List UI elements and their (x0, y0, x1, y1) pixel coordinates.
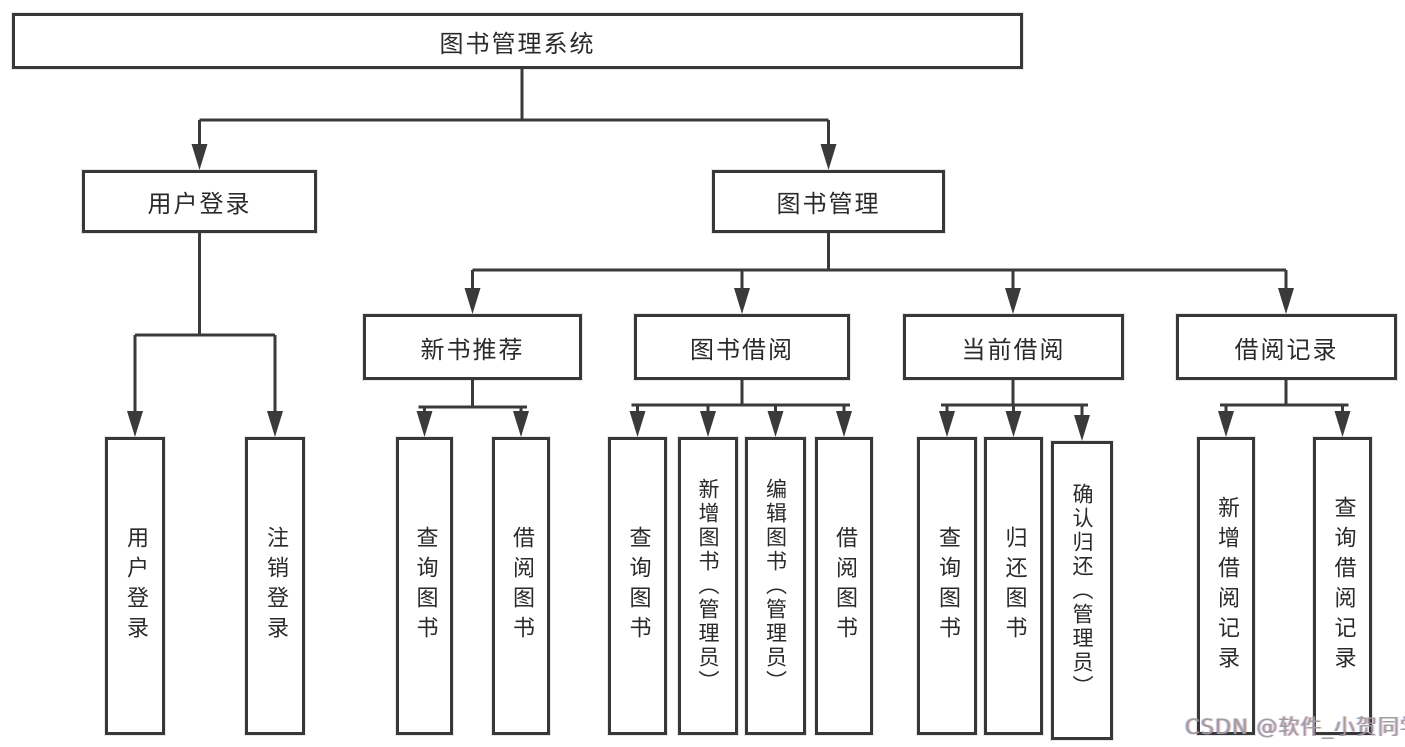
csdn-watermark: CSDN @软件_小贺同学 (1185, 715, 1405, 739)
node-user-login: 用户登录 (82, 170, 317, 233)
leaf-query-borrow-record: 查询借阅记录 (1313, 437, 1372, 735)
connector-current-borrowing-to-leaves (939, 380, 1090, 441)
connector-book-borrowing-to-leaves (629, 380, 852, 437)
leaf-query-books-borrowing: 查询图书 (608, 437, 667, 735)
leaf-edit-books-admin: 编辑图书（管理员） (745, 437, 806, 735)
leaf-confirm-return-admin: 确认归还（管理员） (1051, 441, 1113, 740)
node-book-borrowing: 图书借阅 (634, 314, 850, 380)
node-new-book-recommendation: 新书推荐 (363, 314, 582, 380)
node-book-management: 图书管理 (712, 170, 945, 233)
node-library-management-system: 图书管理系统 (12, 13, 1023, 69)
node-borrowing-records: 借阅记录 (1176, 314, 1397, 380)
connector-borrowing-records-to-leaves (1218, 380, 1351, 437)
leaf-borrow-books-recommendation: 借阅图书 (492, 437, 550, 735)
connector-root-to-level2 (191, 69, 837, 170)
connector-user-login-to-leaves (127, 233, 283, 437)
leaf-add-borrow-record: 新增借阅记录 (1197, 437, 1255, 735)
leaf-borrow-books-borrowing: 借阅图书 (815, 437, 873, 735)
leaf-logout: 注销登录 (245, 437, 305, 735)
leaf-user-login: 用户登录 (105, 437, 165, 735)
node-current-borrowing: 当前借阅 (903, 314, 1124, 380)
leaf-return-books: 归还图书 (984, 437, 1043, 735)
leaf-add-books-admin: 新增图书（管理员） (678, 437, 738, 735)
connector-new-book-recommendation-to-leaves (416, 380, 529, 437)
leaf-query-books-current: 查询图书 (917, 437, 977, 735)
connector-book-management-to-groups (464, 233, 1294, 314)
leaf-query-books-recommendation: 查询图书 (396, 437, 453, 735)
